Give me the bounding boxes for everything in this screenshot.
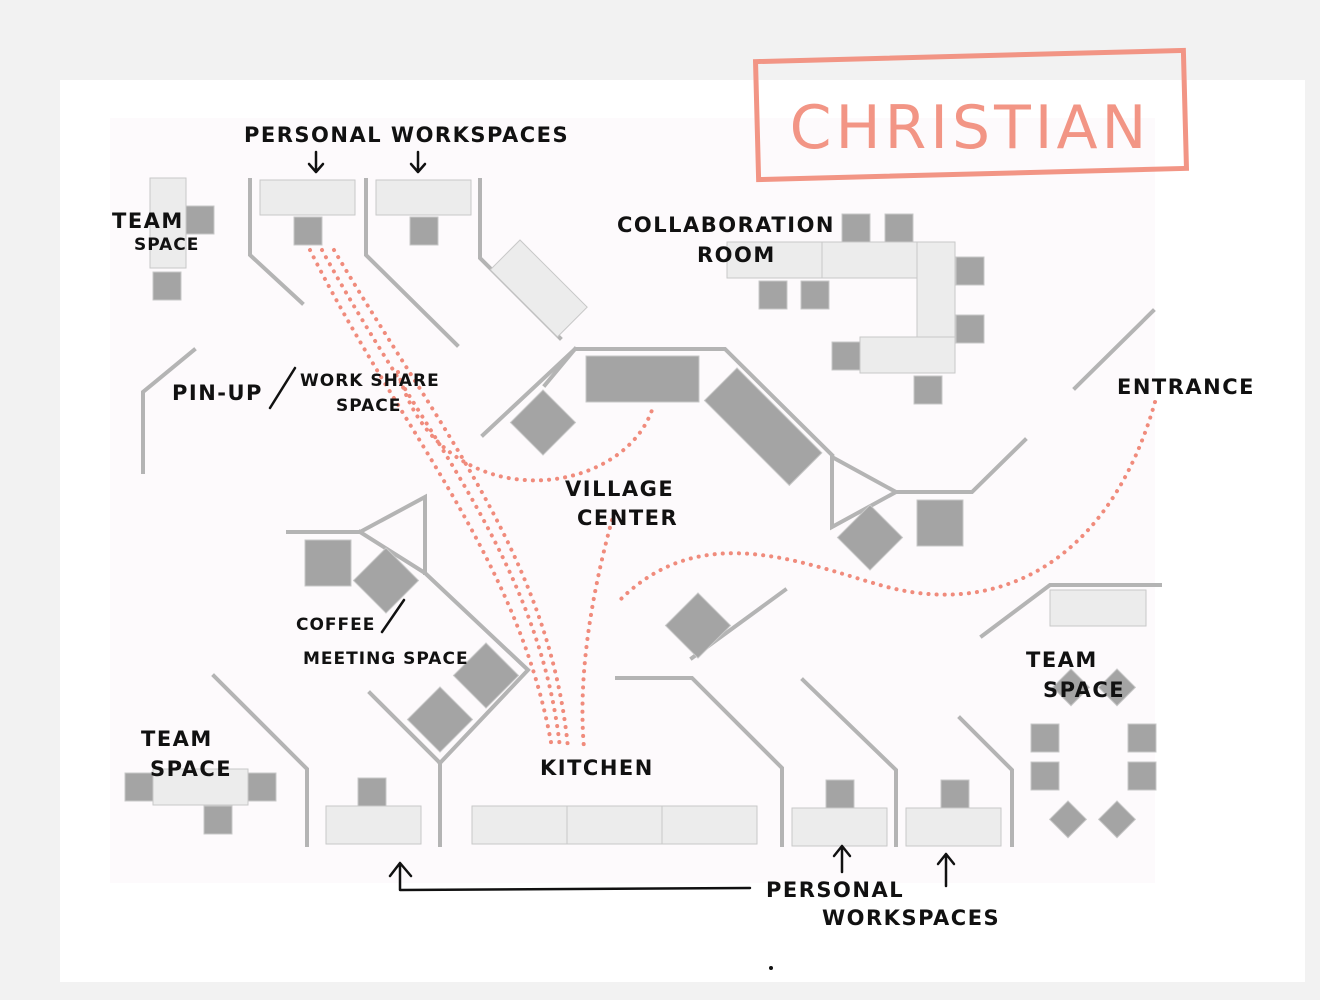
label-pinup-1: PIN-UP [172, 381, 263, 405]
label-pinup-2: WORK SHARE [300, 371, 440, 391]
title-text: CHRISTIAN [790, 93, 1151, 163]
label-coffee-2: MEETING SPACE [303, 649, 469, 669]
label-personal-workspaces-bottom-1: PERSONAL [766, 878, 904, 902]
label-entrance: ENTRANCE [1117, 375, 1255, 399]
label-team-space-bottom-left-2: SPACE [150, 757, 232, 781]
annotation-arrows [268, 150, 956, 892]
floor-area [110, 118, 1155, 883]
label-village-1: VILLAGE [565, 477, 674, 501]
ink-dot [769, 966, 773, 970]
label-team-space-bottom-left-1: TEAM [141, 727, 213, 751]
label-village-2: CENTER [577, 506, 678, 530]
label-kitchen: KITCHEN [540, 756, 654, 780]
label-team-space-top-left-1: TEAM [112, 209, 184, 233]
label-team-space-top-left-2: SPACE [134, 235, 199, 255]
circulation-paths [308, 248, 1157, 750]
label-pinup-3: SPACE [336, 396, 401, 416]
label-personal-workspaces-bottom-2: WORKSPACES [822, 906, 1000, 930]
label-coffee-1: COFFEE [296, 615, 375, 635]
furniture [124, 177, 1157, 847]
title-box: CHRISTIAN [752, 47, 1190, 183]
label-personal-workspaces-top: PERSONAL WORKSPACES [244, 123, 569, 147]
label-collaboration-1: COLLABORATION [617, 213, 835, 237]
label-team-space-right-2: SPACE [1043, 678, 1125, 702]
label-team-space-right-1: TEAM [1026, 648, 1098, 672]
walls [141, 178, 1162, 847]
labels: PERSONAL WORKSPACES TEAM SPACE COLLABORA… [112, 123, 1255, 930]
label-collaboration-2: ROOM [697, 243, 776, 267]
